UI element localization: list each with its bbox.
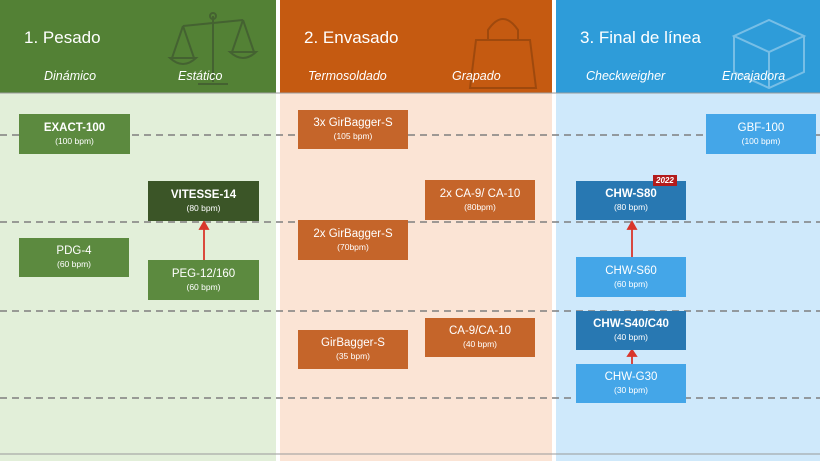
machine-pdg-4[interactable]: PDG-4 (60 bpm): [19, 238, 129, 277]
machine-chw-g30[interactable]: CHW-G30 (30 bpm): [576, 364, 686, 403]
column-header-final: 3. Final de línea Checkweigher Encajador…: [556, 0, 820, 93]
subheader-grapado: Grapado: [452, 69, 501, 83]
machine-name: 2x CA-9/ CA-10: [439, 187, 521, 200]
shopping-bag-icon: [468, 18, 538, 89]
machine-name: PDG-4: [56, 245, 92, 257]
scale-icon: [167, 12, 259, 85]
machine-rate: (70bpm): [337, 241, 369, 252]
column-envasado: 2. Envasado Termosoldado Grapado: [280, 0, 552, 461]
machine-exact-100[interactable]: EXACT-100 (100 bpm): [19, 114, 130, 154]
machine-name: CHW-S40/C40: [593, 318, 669, 330]
machine-3x-girbagger-s[interactable]: 3x GirBagger-S (105 bpm): [298, 110, 408, 149]
machine-name: CA-9/CA-10: [449, 325, 511, 337]
machine-peg-12-160[interactable]: PEG-12/160 (60 bpm): [148, 260, 259, 300]
machine-name: CHW-S80: [605, 188, 657, 200]
machine-rate: (60 bpm): [56, 259, 91, 270]
machine-chw-s80[interactable]: CHW-S80 (80 bpm): [576, 181, 686, 220]
machine-rate: (80bpm): [464, 201, 496, 212]
machine-chw-s40-c40[interactable]: CHW-S40/C40 (40 bpm): [576, 311, 686, 350]
machine-rate: (60 bpm): [186, 281, 221, 292]
subheader-encajadora: Encajadora: [722, 69, 786, 83]
subheader-estatico: Estático: [178, 69, 223, 83]
machine-rate: (105 bpm): [333, 131, 373, 142]
column-title: 2. Envasado: [304, 28, 399, 47]
machine-rate: (35 bpm): [335, 351, 370, 362]
column-body: [280, 93, 552, 461]
machine-rate: (30 bpm): [613, 385, 648, 396]
machine-name: GirBagger-S: [321, 337, 385, 349]
column-title: 3. Final de línea: [580, 28, 701, 47]
column-pesado: 1. Pesado Dinámico Estático: [0, 0, 276, 461]
machine-name: GBF-100: [737, 121, 785, 134]
subheader-termosoldado: Termosoldado: [308, 69, 387, 83]
machine-gbf-100[interactable]: GBF-100 (100 bpm): [706, 114, 816, 154]
machine-2x-girbagger-s[interactable]: 2x GirBagger-S (70bpm): [298, 220, 408, 260]
column-header-envasado: 2. Envasado Termosoldado Grapado: [280, 0, 552, 93]
machine-girbagger-s[interactable]: GirBagger-S (35 bpm): [298, 330, 408, 369]
box-icon: [731, 18, 807, 90]
column-header-pesado: 1. Pesado Dinámico Estático: [0, 0, 276, 93]
machine-rate: (80 bpm): [613, 202, 648, 213]
machine-rate: (100 bpm): [741, 135, 781, 146]
machine-rate: (60 bpm): [613, 278, 648, 289]
machine-name: CHW-S60: [605, 264, 657, 277]
machine-rate: (100 bpm): [55, 135, 94, 146]
machine-rate: (40 bpm): [462, 339, 497, 350]
machine-name: PEG-12/160: [171, 267, 236, 280]
machine-chw-s60[interactable]: CHW-S60 (60 bpm): [576, 257, 686, 297]
machine-name: VITESSE-14: [170, 188, 237, 201]
machine-name: CHW-G30: [604, 371, 658, 383]
year-badge: 2022: [653, 175, 677, 186]
machine-rate: (80 bpm): [186, 202, 221, 213]
machine-rate: (40 bpm): [613, 332, 648, 343]
machine-name: 3x GirBagger-S: [313, 117, 393, 129]
machine-name: 2x GirBagger-S: [313, 227, 393, 240]
machine-ca-9-ca-10[interactable]: CA-9/CA-10 (40 bpm): [425, 318, 535, 357]
column-title: 1. Pesado: [24, 28, 101, 47]
machine-name: EXACT-100: [43, 121, 106, 134]
subheader-checkweigher: Checkweigher: [586, 69, 666, 83]
machine-vitesse-14[interactable]: VITESSE-14 (80 bpm): [148, 181, 259, 221]
subheader-dinamico: Dinámico: [44, 69, 97, 83]
machine-2x-ca-9-ca-10[interactable]: 2x CA-9/ CA-10 (80bpm): [425, 180, 535, 220]
